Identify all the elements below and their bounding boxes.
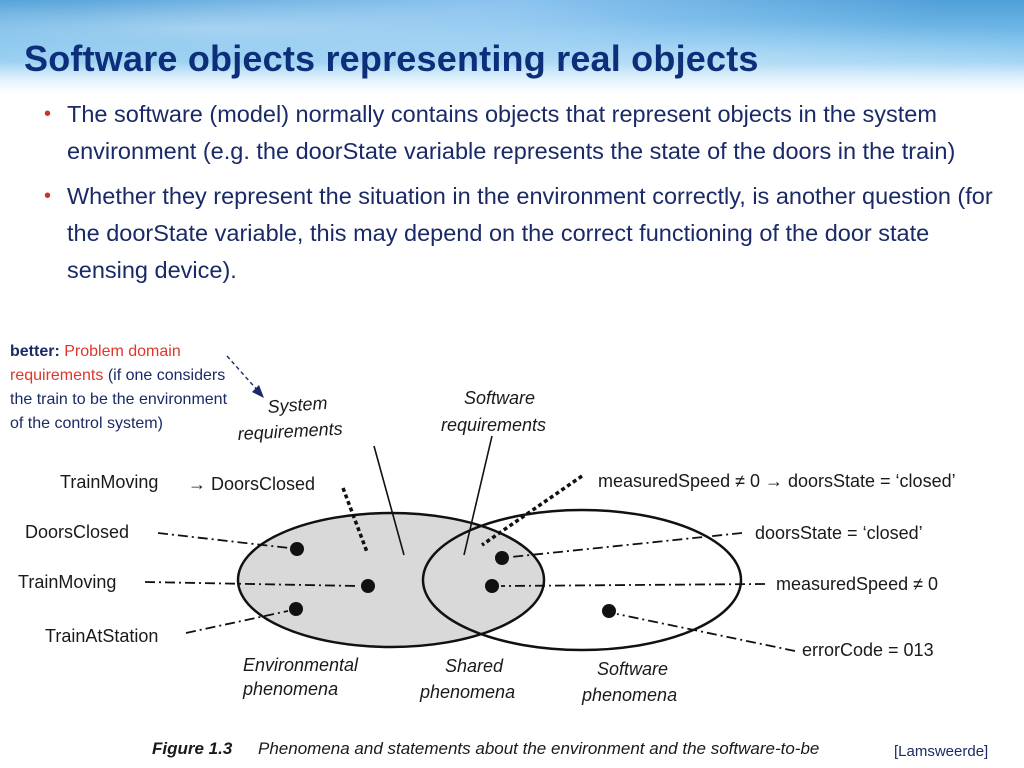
caption-text: Phenomena and statements about the envir…	[258, 739, 819, 758]
bullet-text-1: The software (model) normally contains o…	[67, 101, 956, 164]
speed-rule-pointer	[481, 474, 583, 547]
train-moving-leader	[144, 581, 360, 587]
note-rest: (if one considers the train to be the en…	[10, 367, 228, 432]
doors-state-label: doorsState = ‘closed’	[755, 523, 923, 543]
train-at-station-leader	[185, 610, 289, 634]
caption-number: Figure 1.3	[152, 739, 233, 758]
train-moving-label: TrainMoving	[18, 572, 116, 592]
bullet-text-2: Whether they represent the situation in …	[67, 183, 993, 283]
doors-closed-label: DoorsClosed	[25, 522, 129, 542]
train-moving-dot	[361, 579, 375, 593]
shared-label-2: phenomena	[419, 682, 515, 702]
measured-speed-label: measuredSpeed ≠ 0	[776, 574, 938, 594]
software-requirements-label-1: Software	[464, 388, 535, 408]
doors-state-dot	[495, 551, 509, 565]
software-req-pointer	[463, 435, 493, 556]
software-requirements-label-2: requirements	[441, 415, 546, 435]
software-label-1: Software	[597, 659, 668, 679]
note-arrow-head	[252, 385, 264, 398]
train-at-station-label: TrainAtStation	[45, 626, 158, 646]
phenomena-diagram: System requirements Software requirement…	[18, 355, 956, 758]
shared-label-1: Shared	[445, 656, 504, 676]
system-req-pointer	[373, 445, 405, 556]
bullet-item-1: • The software (model) normally contains…	[44, 96, 1004, 170]
measured-speed-dot	[485, 579, 499, 593]
system-requirements-label-1: System	[267, 393, 328, 417]
doors-closed-dot	[290, 542, 304, 556]
note-arrow-line	[226, 355, 260, 393]
speed-rule-label: measuredSpeed ≠ 0 → doorsState = ‘closed…	[598, 471, 956, 491]
measured-speed-leader	[500, 583, 766, 587]
error-code-dot	[602, 604, 616, 618]
environmental-label-2: phenomena	[242, 679, 338, 699]
header-fade	[0, 62, 1024, 92]
environmental-label-1: Environmental	[243, 655, 359, 675]
bullet-icon: •	[44, 103, 52, 125]
train-rule-pointer	[341, 487, 369, 553]
doors-closed-leader	[157, 532, 290, 549]
environment-ellipse	[236, 511, 546, 649]
note-highlight: Problem domain requirements	[10, 343, 181, 384]
bullet-icon: •	[44, 185, 52, 207]
source-credit: [Lamsweerde]	[894, 743, 989, 760]
page-title: Software objects representing real objec…	[24, 38, 759, 79]
bullet-list: • The software (model) normally contains…	[44, 96, 1004, 297]
train-rule-arrow-label: → DoorsClosed	[188, 474, 315, 494]
train-rule-label: TrainMoving	[60, 472, 158, 492]
side-note: better: Problem domain requirements (if …	[10, 340, 238, 436]
bullet-item-2: • Whether they represent the situation i…	[44, 178, 1004, 289]
software-ellipse	[421, 508, 743, 652]
train-at-station-dot	[289, 602, 303, 616]
doors-state-leader	[510, 532, 743, 558]
system-requirements-label-2: requirements	[237, 419, 343, 444]
error-code-label: errorCode = 013	[802, 640, 934, 660]
note-prefix: better:	[10, 343, 60, 360]
software-label-2: phenomena	[581, 685, 677, 705]
header-banner	[0, 0, 1024, 92]
